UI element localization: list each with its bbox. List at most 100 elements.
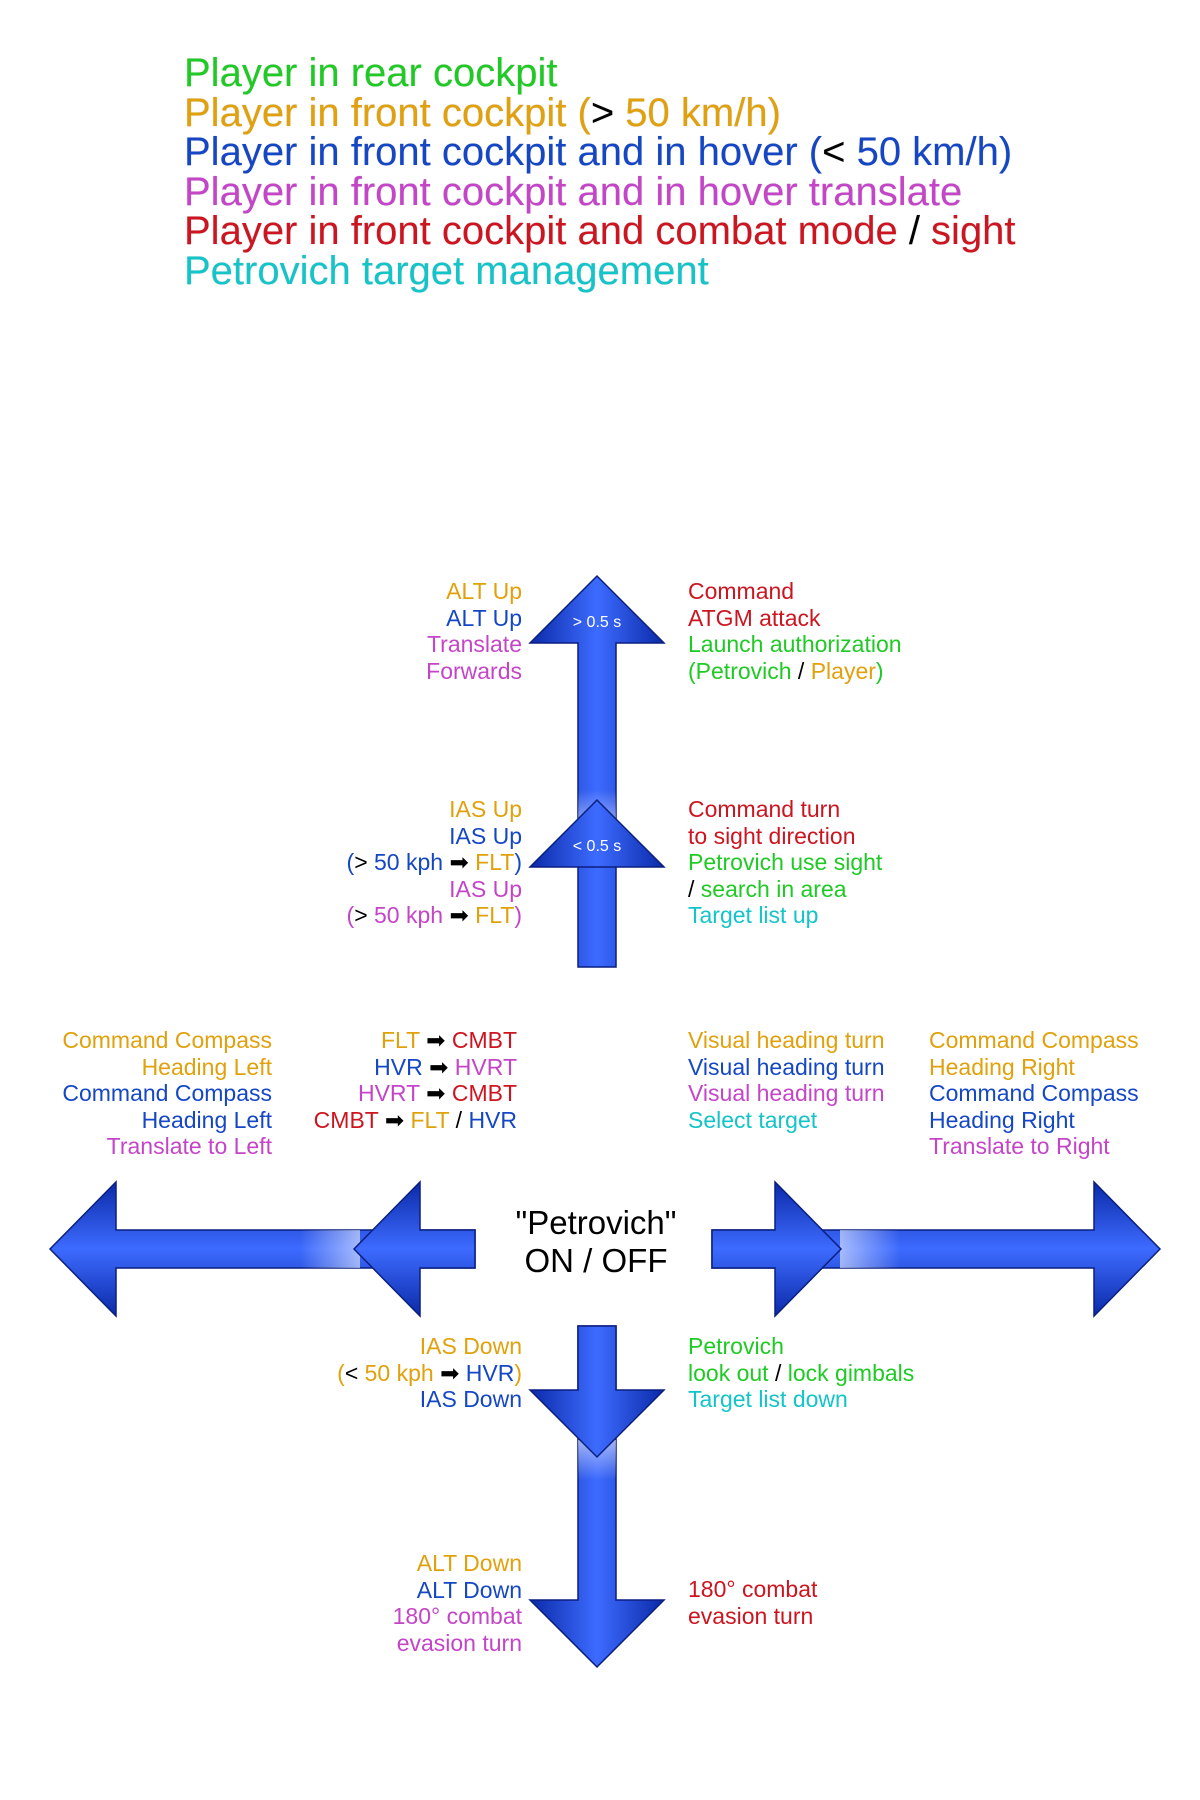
text-segment: Player in front cockpit and in hover tra… [184, 169, 963, 214]
label-line: IAS Down [337, 1333, 522, 1360]
text-segment: Petrovich [688, 1333, 784, 1359]
label-line: Translate to Right [929, 1133, 1139, 1160]
label-line: Command [688, 578, 902, 605]
text-segment: IAS Up [449, 796, 522, 822]
text-segment: HVR [468, 1106, 517, 1133]
text-segment: look out [688, 1359, 769, 1386]
text-segment: FLT [380, 1027, 427, 1053]
text-segment: Player in rear cockpit [184, 51, 558, 95]
label-line: HVRT ➡ CMBT [314, 1080, 517, 1107]
text-segment: 50 km/h) [845, 130, 1013, 174]
text-segment: Command Compass [929, 1027, 1139, 1053]
label-line: Petrovich [688, 1333, 914, 1360]
label-line: Heading Right [929, 1054, 1139, 1081]
text-segment: lock gimbals [787, 1359, 915, 1386]
text-segment: ( [346, 902, 355, 928]
legend-item: Petrovich target management [184, 251, 1016, 292]
label-line: ATGM attack [688, 605, 902, 632]
text-segment: HVR [374, 1053, 430, 1080]
text-segment: IAS Up [449, 875, 522, 902]
text-segment: ALT Down [416, 1550, 522, 1576]
text-segment: ALT Down [416, 1576, 522, 1603]
text-segment: ) [514, 902, 522, 928]
text-segment: Launch authorization [688, 631, 902, 657]
label-line: Forwards [426, 658, 522, 685]
text-segment: Heading Right [929, 1053, 1075, 1080]
arrow-up-long [528, 574, 666, 968]
text-segment: Visual heading turn [688, 1080, 885, 1106]
text-segment: ➡ [384, 1106, 405, 1133]
text-segment: Player in front cockpit ( [184, 90, 591, 135]
label-line: (Petrovich / Player) [688, 658, 902, 685]
text-segment: > [354, 902, 368, 928]
center-line-1: "Petrovich" [515, 1204, 677, 1241]
legend-item: Player in front cockpit and in hover (< … [184, 130, 1016, 174]
label-line: evasion turn [688, 1603, 817, 1630]
arrow-right-long [711, 1180, 1162, 1318]
text-segment: IAS Down [419, 1333, 522, 1359]
text-segment: ALT Up [446, 578, 522, 604]
text-segment: Translate [426, 631, 522, 657]
text-segment: evasion turn [688, 1602, 814, 1629]
text-segment: / [449, 1106, 469, 1133]
label-line: Translate to Left [62, 1133, 272, 1160]
label-line: (> 50 kph ➡ FLT) [347, 902, 522, 929]
label-line: ALT Down [393, 1550, 522, 1577]
label-line: IAS Up [347, 876, 522, 903]
label-line: IAS Down [337, 1386, 522, 1413]
down-short-left-labels: IAS Down(< 50 kph ➡ HVR)IAS Down [337, 1333, 522, 1413]
text-segment: / [768, 1359, 788, 1386]
text-segment: Command turn [688, 796, 841, 822]
text-segment: Command Compass [929, 1080, 1139, 1106]
text-segment: Player in front cockpit and combat mode [184, 209, 909, 253]
text-segment: 50 kph [367, 902, 450, 928]
arrow-left-short [352, 1180, 476, 1318]
text-segment: IAS Down [419, 1386, 522, 1412]
legend-item: Player in front cockpit (> 50 km/h) [184, 90, 1016, 135]
label-line: Petrovich use sight [688, 849, 882, 876]
text-segment: CMBT [445, 1080, 517, 1106]
label-line: Command turn [688, 796, 882, 823]
label-line: Select target [688, 1107, 885, 1134]
text-segment: 180° combat [688, 1576, 818, 1602]
label-line: Visual heading turn [688, 1027, 885, 1054]
legend-item: Player in rear cockpit [184, 51, 1016, 95]
label-line: 180° combat [688, 1576, 817, 1603]
text-segment: ( [337, 1359, 345, 1386]
text-segment: Translate to Right [929, 1133, 1110, 1159]
text-segment: CMBT [445, 1027, 517, 1053]
text-segment: ) [875, 657, 884, 684]
label-line: Visual heading turn [688, 1054, 885, 1081]
arrow-up-short-label: < 0.5 s [573, 838, 621, 855]
text-segment: HVRT [448, 1053, 517, 1080]
label-line: Target list down [688, 1386, 914, 1413]
legend-item: Player in front cockpit and in hover tra… [184, 169, 1016, 214]
label-line: Command Compass [62, 1080, 272, 1107]
text-segment: / [791, 657, 811, 684]
text-segment: Player [810, 657, 876, 684]
text-segment: Forwards [426, 657, 522, 684]
text-segment: Heading Right [929, 1106, 1075, 1133]
label-line: Translate [426, 631, 522, 658]
text-segment: Translate to Left [106, 1133, 272, 1159]
text-segment: Heading Left [141, 1053, 272, 1080]
text-segment: Player in front cockpit and in hover ( [184, 130, 823, 174]
text-segment: IAS Up [449, 822, 522, 849]
text-segment: < [822, 130, 846, 174]
text-segment: ALT Up [446, 604, 522, 631]
legend-item: Player in front cockpit and combat mode … [184, 209, 1016, 253]
text-segment: < [344, 1359, 359, 1386]
label-line: ALT Up [426, 578, 522, 605]
text-segment: ➡ [426, 1080, 446, 1106]
label-line: Heading Left [62, 1054, 272, 1081]
text-segment: > [354, 849, 368, 875]
text-segment: Target list down [688, 1386, 848, 1412]
text-segment: 50 km/h) [614, 90, 781, 135]
text-segment: HVR [459, 1359, 515, 1386]
text-segment: sight [919, 209, 1016, 253]
